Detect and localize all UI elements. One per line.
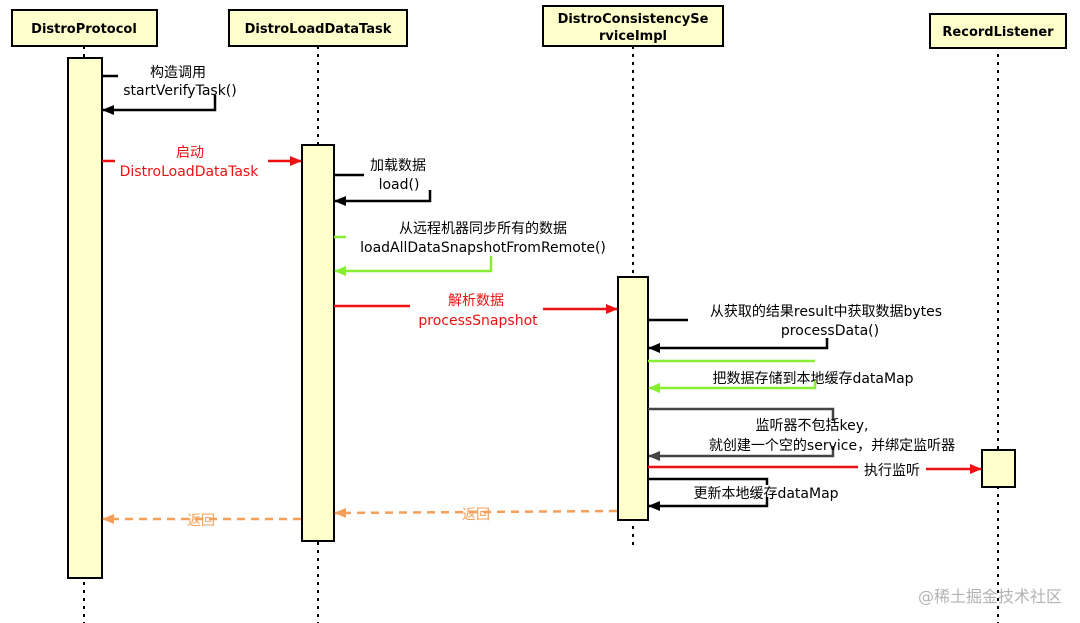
msg-label: 从远程机器同步所有的数据 — [399, 221, 567, 237]
msg-process-snapshot: 解析数据 processSnapshot — [334, 293, 618, 329]
msg-start-load-task: 启动 DistroLoadDataTask — [102, 145, 302, 180]
participant-distro-protocol: DistroProtocol — [11, 9, 158, 47]
msg-label: DistroLoadDataTask — [120, 164, 260, 180]
msg-label: loadAllDataSnapshotFromRemote() — [360, 240, 606, 256]
msg-label: 从获取的结果result中获取数据bytes — [710, 304, 942, 320]
participant-label-line2: rviceImpl — [599, 29, 667, 44]
msg-label: 监听器不包括key, — [756, 418, 869, 434]
participant-label: DistroLoadDataTask — [245, 22, 392, 37]
participant-load-task: DistroLoadDataTask — [228, 9, 408, 47]
activation-load-task — [301, 144, 335, 542]
msg-label: processSnapshot — [418, 313, 538, 329]
msg-label: 解析数据 — [448, 293, 504, 309]
activation-distro-protocol — [67, 57, 103, 579]
msg-label: 返回 — [462, 507, 490, 523]
msg-store-datamap: 把数据存储到本地缓存dataMap — [648, 359, 914, 393]
msg-load: 加载数据 load() — [334, 158, 432, 206]
msg-label: processData() — [781, 323, 879, 339]
participant-label: RecordListener — [942, 25, 1054, 40]
msg-label: startVerifyTask() — [123, 83, 236, 99]
msg-return-to-protocol: 返回 — [102, 513, 301, 529]
msg-return-to-load-task: 返回 — [334, 507, 618, 523]
msg-start-verify-task: 构造调用 startVerifyTask() — [102, 65, 237, 115]
msg-update-datamap: 更新本地缓存dataMap — [648, 477, 839, 511]
msg-load-all-snapshot: 从远程机器同步所有的数据 loadAllDataSnapshotFromRemo… — [334, 221, 606, 276]
msg-label: 返回 — [187, 513, 215, 529]
msg-label: 就创建一个空的service，并绑定监听器 — [709, 438, 955, 454]
watermark: @稀土掘金技术社区 — [917, 587, 1062, 606]
participant-record-listener: RecordListener — [929, 13, 1067, 49]
msg-label: 执行监听 — [864, 463, 920, 479]
msg-label: load() — [379, 177, 420, 193]
msg-label: 更新本地缓存dataMap — [693, 486, 838, 502]
activation-consistency — [617, 276, 649, 521]
msg-exec-listener: 执行监听 — [648, 463, 982, 479]
msg-label: 加载数据 — [370, 158, 426, 174]
msg-create-service: 监听器不包括key, 就创建一个空的service，并绑定监听器 — [648, 407, 955, 461]
msg-process-data: 从获取的结果result中获取数据bytes processData() — [648, 304, 942, 353]
msg-label: 启动 — [176, 145, 204, 161]
msg-label: 把数据存储到本地缓存dataMap — [712, 371, 913, 387]
msg-label: 构造调用 — [150, 65, 206, 81]
participant-consistency-service: DistroConsistencySe rviceImpl — [542, 5, 724, 47]
participant-label-line1: DistroConsistencySe — [558, 12, 709, 27]
activation-record-listener — [981, 449, 1016, 488]
participant-label: DistroProtocol — [31, 22, 137, 37]
